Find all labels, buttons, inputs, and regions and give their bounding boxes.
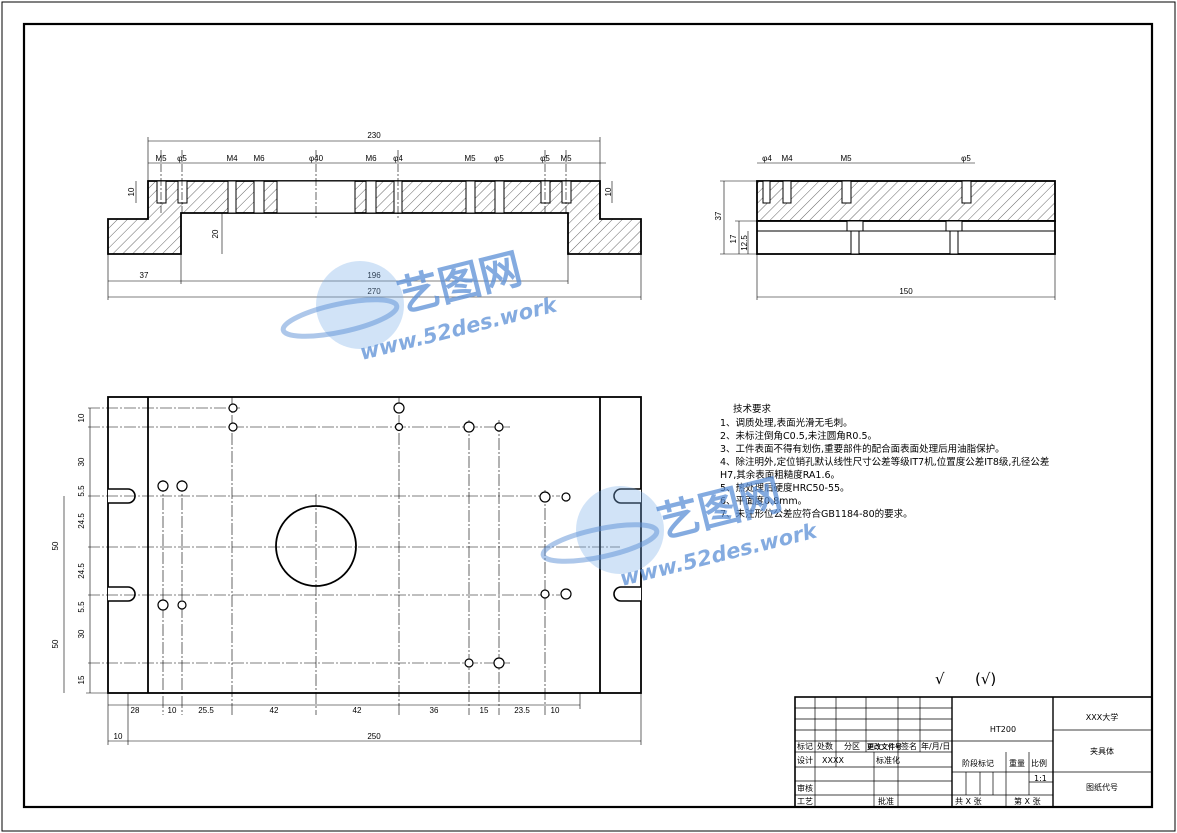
material-label: HT200 <box>990 725 1016 734</box>
label-weight: 重量 <box>1009 758 1025 768</box>
plan-bottom-dim: 10 <box>551 706 560 715</box>
tech-notes: 技术要求 1、调质处理,表面光滑无毛刺。 2、未标注倒角C0.5,未注圆角R0.… <box>720 403 1049 520</box>
label-stage: 阶段标记 <box>962 758 994 768</box>
roughness-symbol: √ <box>935 670 945 688</box>
tech-note-line: 1、调质处理,表面光滑无毛刺。 <box>720 417 853 429</box>
plan-left-dim: 15 <box>77 675 86 684</box>
dim-d5-left: φ5 <box>177 154 187 163</box>
dim-d40: φ40 <box>309 154 324 163</box>
plan-bottom-dim: 28 <box>131 706 140 715</box>
dim-overall-top: 230 <box>367 131 381 140</box>
side-dim-height: 37 <box>714 211 723 220</box>
side-dim-m4: M4 <box>781 154 793 163</box>
side-dim-d5: φ5 <box>961 154 971 163</box>
dim-overall-bottom: 270 <box>367 287 381 296</box>
u-slot-right-top <box>613 488 641 504</box>
dim-m5-left: M5 <box>155 154 167 163</box>
plan-left-dim: 5.5 <box>77 485 86 497</box>
side-section-upper <box>756 180 1056 222</box>
plan-bottom-dim: 10 <box>168 706 177 715</box>
label-date: 年/月/日 <box>921 741 950 751</box>
plan-dim-overall-left: 10 <box>114 732 123 741</box>
plan-bottom-dim: 42 <box>270 706 279 715</box>
side-dim-width: 150 <box>899 287 913 296</box>
side-dim-d4: φ4 <box>762 154 772 163</box>
part-name: 夹具体 <box>1090 746 1114 756</box>
plan-outline <box>107 396 642 694</box>
side-view: φ4 M4 M5 φ5 37 17 12.5 150 <box>714 154 1056 300</box>
plan-dim-overall-bottom: 250 <box>367 732 381 741</box>
plan-bottom-dim: 42 <box>353 706 362 715</box>
tech-note-line: 6、平面度0.8mm。 <box>720 495 807 507</box>
u-slot-left-bottom <box>108 586 136 602</box>
center-bore <box>275 505 357 587</box>
school-name: XXX大学 <box>1086 712 1118 722</box>
globe-icon <box>576 486 664 574</box>
dim-m4: M4 <box>226 154 238 163</box>
dim-slot-depth: 20 <box>211 229 220 238</box>
label-change-doc: 更改文件号 <box>867 742 902 751</box>
plan-left-dim: 5.5 <box>77 601 86 613</box>
plan-left-dim: 24.5 <box>77 513 86 529</box>
drawing-frame <box>22 22 1154 809</box>
label-sign: 签名 <box>901 741 917 751</box>
dim-d5-mid: φ5 <box>494 154 504 163</box>
label-approve: 批准 <box>878 796 894 806</box>
dim-left-height: 10 <box>127 187 136 196</box>
plan-bottom-dim: 25.5 <box>198 706 214 715</box>
tech-note-line: 3、工件表面不得有划伤,重要部件的配合面表面处理后用油脂保护。 <box>720 443 1005 455</box>
side-dim-lower: 17 <box>729 234 738 243</box>
dim-m5-right: M5 <box>560 154 572 163</box>
tech-note-line: 7、未注形位公差应符合GB1184-80的要求。 <box>720 508 913 520</box>
plan-left-dim: 50 <box>51 639 60 648</box>
label-count: 处数 <box>817 741 833 751</box>
plan-bottom-dim: 15 <box>480 706 489 715</box>
dim-d4: φ4 <box>393 154 403 163</box>
label-mark: 标记 <box>797 741 813 751</box>
plan-left-dim: 30 <box>77 457 86 466</box>
plan-left-dim: 30 <box>77 629 86 638</box>
label-total-sheets: 共 X 张 <box>955 797 982 806</box>
label-design: 设计 <box>797 755 813 765</box>
side-section-lower <box>756 220 1056 255</box>
title-block <box>794 696 1153 808</box>
dim-right-height: 10 <box>604 187 613 196</box>
u-slot-right-bottom <box>613 586 641 602</box>
front-view: 230 M5 φ5 M4 M6 φ40 M6 φ4 M5 φ5 φ5 M5 10… <box>107 131 642 300</box>
title-block-text: HT200 XXX大学 夹具体 图纸代号 标记 处数 分区 更改文件号 签名 年… <box>797 712 1118 806</box>
plan-view: 10 30 5.5 24.5 24.5 50 5.5 30 50 15 28 10 25.5 42 42 3… <box>51 396 642 745</box>
scale-value: 1:1 <box>1034 774 1047 783</box>
plan-left-dim: 10 <box>77 413 86 422</box>
label-standard: 标准化 <box>876 755 900 765</box>
label-review: 审核 <box>797 783 813 793</box>
roughness-symbol-bracket: (√) <box>975 670 996 688</box>
tech-notes-title: 技术要求 <box>733 403 772 415</box>
drawing-code-label: 图纸代号 <box>1086 782 1118 792</box>
label-process: 工艺 <box>797 797 813 806</box>
side-dim-m5: M5 <box>840 154 852 163</box>
dim-m5-mid: M5 <box>464 154 476 163</box>
plan-bottom-dim: 23.5 <box>514 706 530 715</box>
dim-left-ledge: 37 <box>140 271 149 280</box>
label-sheet-no: 第 X 张 <box>1014 796 1041 806</box>
side-dim-lower-sub: 12.5 <box>740 235 749 251</box>
tech-note-line: 5、热处理后硬度HRC50-55。 <box>720 482 850 494</box>
plan-bottom-dim: 36 <box>430 706 439 715</box>
label-designer: XXXX <box>822 756 844 765</box>
front-section-body <box>107 180 642 255</box>
dim-d5-right: φ5 <box>540 154 550 163</box>
dim-slot-width: 196 <box>367 271 381 280</box>
tech-note-line: 2、未标注倒角C0.5,未注圆角R0.5。 <box>720 430 877 442</box>
plan-left-dim: 24.5 <box>77 563 86 579</box>
tech-note-line: H7,其余表面粗糙度RA1.6。 <box>720 469 840 481</box>
label-zone: 分区 <box>844 742 860 751</box>
globe-icon <box>316 261 404 349</box>
tech-note-line: 4、除注明外,定位销孔默认线性尺寸公差等级IT7机,位置度公差IT8级,孔径公差 <box>720 456 1049 468</box>
plan-left-dim: 50 <box>51 541 60 550</box>
label-scale: 比例 <box>1031 758 1047 768</box>
dim-m6-left: M6 <box>253 154 265 163</box>
dim-m6-right: M6 <box>365 154 377 163</box>
